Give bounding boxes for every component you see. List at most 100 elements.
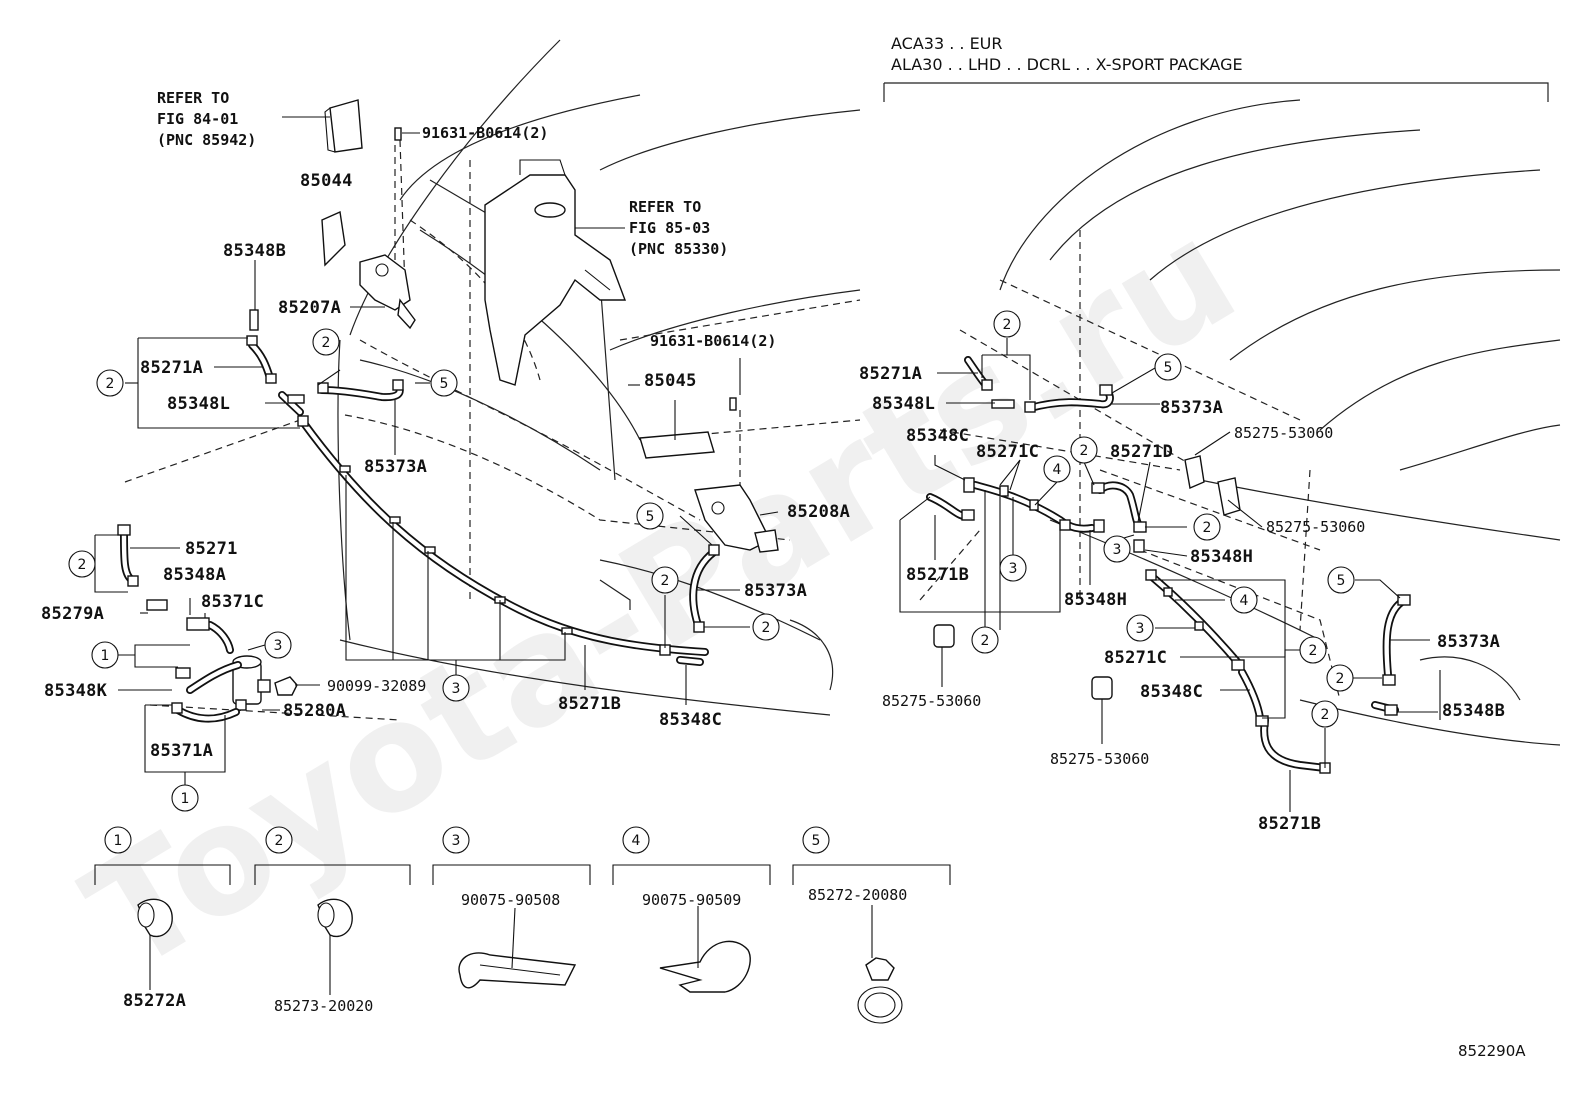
label-85348b: 85348B	[223, 241, 286, 261]
legend-key-4: 4	[622, 826, 650, 854]
svg-text:3: 3	[1009, 561, 1018, 577]
part-labels-right: 85271A 85348L 85373A 85275-53060 85348C …	[859, 364, 1505, 834]
refer-1-line-3: (PNC 85942)	[157, 131, 256, 149]
cover-85045	[639, 431, 715, 459]
svg-text:2: 2	[762, 620, 771, 636]
label-85348a: 85348A	[163, 565, 226, 585]
svg-text:2: 2	[322, 335, 331, 351]
label-85044: 85044	[300, 171, 353, 191]
nozzle-85207a	[359, 254, 416, 330]
label-85207a: 85207A	[278, 298, 341, 318]
callout-circle: 5	[1154, 353, 1182, 381]
part-labels-left: 85044 91631-B0614(2) 85348B 85207A 85271…	[41, 124, 850, 761]
refer-notes: REFER TO FIG 84-01 (PNC 85942) REFER TO …	[157, 89, 728, 258]
label-r-85275-2: 85275-53060	[1266, 518, 1365, 536]
label-r-85348l: 85348L	[872, 394, 935, 414]
callout-circle: 3	[1103, 535, 1131, 563]
callout-circle: 5	[1327, 566, 1355, 594]
clip-90075-90508-drawing	[458, 907, 577, 989]
legend-key-2: 2	[265, 826, 293, 854]
callout-circle: 2	[312, 328, 340, 356]
callout-circle: 5	[430, 369, 458, 397]
label-85279a: 85279A	[41, 604, 104, 624]
legend-part-3: 90075-90508	[461, 891, 560, 909]
part-85044	[321, 210, 346, 267]
svg-text:2: 2	[1080, 443, 1089, 459]
svg-text:5: 5	[440, 376, 449, 392]
variant-line-1: ACA33 . . EUR	[891, 34, 1003, 53]
label-85280a: 85280A	[283, 701, 346, 721]
refer-1-line-2: FIG 84-01	[157, 110, 238, 128]
callout-circle: 2	[651, 566, 679, 594]
svg-text:2: 2	[78, 557, 87, 573]
label-r-85275-3: 85275-53060	[882, 692, 981, 710]
label-r-85348b: 85348B	[1442, 701, 1505, 721]
clip-90075-90509-drawing	[659, 906, 751, 993]
legend-part-1: 85272A	[123, 991, 186, 1011]
callout-circle: 4	[1043, 455, 1071, 483]
svg-text:1: 1	[114, 833, 123, 849]
label-85371a: 85371A	[150, 741, 213, 761]
svg-text:2: 2	[1203, 520, 1212, 536]
callout-circle: 1	[91, 641, 119, 669]
svg-text:4: 4	[632, 833, 641, 849]
callout-circle: 5	[636, 502, 664, 530]
svg-text:5: 5	[1337, 573, 1346, 589]
callout-circle: 3	[1126, 614, 1154, 642]
label-r-85271a: 85271A	[859, 364, 922, 384]
clip-85272-20080-drawing	[857, 905, 903, 1024]
svg-text:2: 2	[1309, 643, 1318, 659]
svg-text:2: 2	[661, 573, 670, 589]
label-r-85275-1: 85275-53060	[1234, 424, 1333, 442]
label-85373a-1: 85373A	[364, 457, 427, 477]
label-85271: 85271	[185, 539, 238, 559]
callout-circle: 2	[1326, 664, 1354, 692]
label-r-85271d: 85271D	[1110, 442, 1173, 462]
refer-2-line-3: (PNC 85330)	[629, 240, 728, 258]
svg-text:4: 4	[1240, 593, 1249, 609]
refer-2-line-2: FIG 85-03	[629, 219, 710, 237]
label-91631-b: 91631-B0614(2)	[650, 332, 776, 350]
label-85348k: 85348K	[44, 681, 108, 701]
clip-85273-drawing	[317, 898, 353, 995]
label-r-85271c-1: 85271C	[976, 442, 1039, 462]
label-85348c-1: 85348C	[659, 710, 722, 730]
callout-circle: 2	[993, 310, 1021, 338]
callout-circle: 2	[1311, 700, 1339, 728]
label-85373a-2: 85373A	[744, 581, 807, 601]
relay-box	[324, 99, 363, 153]
legend-key-5: 5	[802, 826, 830, 854]
svg-text:3: 3	[1136, 621, 1145, 637]
svg-text:3: 3	[452, 681, 461, 697]
legend-part-4: 90075-90509	[642, 891, 741, 909]
callout-circle: 2	[68, 550, 96, 578]
label-r-85271c-2: 85271C	[1104, 648, 1167, 668]
label-r-85348c-2: 85348C	[1140, 682, 1203, 702]
label-r-85373a: 85373A	[1160, 398, 1223, 418]
label-85208a: 85208A	[787, 502, 850, 522]
label-85371c: 85371C	[201, 592, 264, 612]
left-vehicle-outline	[124, 39, 861, 721]
callout-circle: 1	[171, 784, 199, 812]
variant-line-2: ALA30 . . LHD . . DCRL . . X-SPORT PACKA…	[891, 55, 1243, 74]
label-r-85348h-2: 85348H	[1064, 590, 1127, 610]
svg-text:2: 2	[1321, 707, 1330, 723]
label-r-85271b-1: 85271B	[906, 565, 969, 585]
label-r-85348h-1: 85348H	[1190, 547, 1253, 567]
washer-tank	[484, 159, 627, 386]
right-vehicle-outline	[883, 82, 1561, 746]
label-r-85348c-1: 85348C	[906, 426, 969, 446]
svg-text:1: 1	[181, 791, 190, 807]
left-hose-clamps	[117, 127, 737, 714]
legend-brackets	[94, 864, 951, 885]
label-85348l: 85348L	[167, 394, 230, 414]
label-90099-32089: 90099-32089	[327, 677, 426, 695]
legend-part-2: 85273-20020	[274, 997, 373, 1015]
callout-circle: 2	[1070, 436, 1098, 464]
left-leaders	[94, 116, 779, 785]
callout-circle: 2	[96, 369, 124, 397]
callout-circle: 4	[1230, 586, 1258, 614]
callout-circle: 2	[1193, 513, 1221, 541]
svg-text:1: 1	[101, 648, 110, 664]
